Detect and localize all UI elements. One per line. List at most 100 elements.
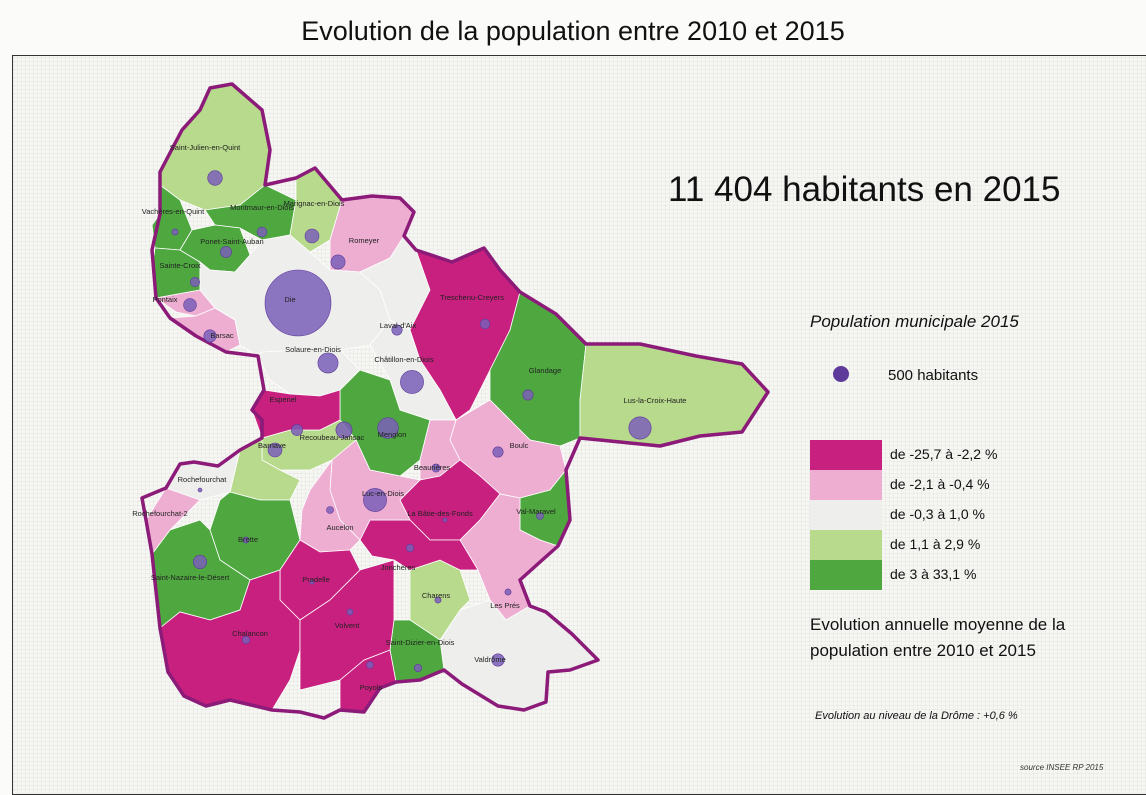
page-title: Evolution de la population entre 2010 et… xyxy=(301,16,845,46)
commune-label: Rochefourchat-2 xyxy=(132,509,187,518)
commune-label: Luc-en-Diois xyxy=(362,489,404,498)
commune-label: Die xyxy=(284,295,295,304)
commune-label: Beaurières xyxy=(414,463,451,472)
population-circle xyxy=(479,318,491,330)
commune-label: Pradelle xyxy=(302,575,330,584)
commune-label: Les Prés xyxy=(490,601,520,610)
population-circle xyxy=(346,608,354,616)
population-circle xyxy=(335,421,353,439)
population-circle xyxy=(192,554,208,570)
population-circle xyxy=(413,663,423,673)
population-circle xyxy=(190,276,201,287)
legend-swatch xyxy=(810,470,882,500)
population-circle xyxy=(171,228,179,236)
commune-label: Barnave xyxy=(258,441,286,450)
population-circle xyxy=(183,298,197,312)
commune-label: Lus-la-Croix-Haute xyxy=(624,396,687,405)
legend-swatch xyxy=(810,530,882,560)
legend-label: de -2,1 à -0,4 % xyxy=(890,476,990,492)
legend-label: de 3 à 33,1 % xyxy=(890,566,977,582)
commune-label: Volvent xyxy=(335,621,361,630)
legend-swatch xyxy=(810,440,882,470)
commune-label: Charens xyxy=(422,591,451,600)
commune-label: Ponet-Saint-Auban xyxy=(200,237,263,246)
commune-area xyxy=(251,389,341,439)
commune-area xyxy=(359,519,479,571)
legend-label: de -0,3 à 1,0 % xyxy=(890,506,985,522)
population-circle xyxy=(241,635,251,645)
commune-label: Menglon xyxy=(378,430,407,439)
population-circle xyxy=(405,543,415,553)
commune-label: Barsac xyxy=(210,331,234,340)
population-circle xyxy=(220,246,232,258)
commune-label: Rochefourchat xyxy=(178,475,228,484)
population-circle xyxy=(492,446,504,458)
population-circle xyxy=(366,661,374,669)
commune-label: Pontaix xyxy=(152,295,177,304)
commune-labels-layer: Saint-Julien-en-QuintVachères-en-QuintSa… xyxy=(132,143,686,692)
population-circle xyxy=(291,424,303,436)
legend-swatch xyxy=(810,500,882,530)
commune-label: Vachères-en-Quint xyxy=(142,207,205,216)
commune-label: Romeyer xyxy=(349,236,380,245)
population-circle xyxy=(536,512,544,520)
canton-boundary xyxy=(140,82,770,720)
commune-area xyxy=(299,458,361,553)
communes-layer xyxy=(145,83,769,713)
population-circle xyxy=(628,416,652,440)
population-circle xyxy=(431,463,441,473)
commune-label: Boulc xyxy=(510,441,529,450)
department-note: Evolution au niveau de la Drôme : +0,6 % xyxy=(815,710,1018,722)
legend-label: de 1,1 à 2,9 % xyxy=(890,536,981,552)
commune-label: Châtillon-en-Diois xyxy=(374,355,433,364)
population-circle xyxy=(304,228,320,244)
commune-label: Chalancon xyxy=(232,629,268,638)
commune-label: Solaure-en-Diois xyxy=(285,345,341,354)
population-circle xyxy=(363,488,387,512)
commune-label: Jonchères xyxy=(381,563,416,572)
population-circle xyxy=(256,226,268,238)
commune-label: Espenel xyxy=(269,395,296,404)
population-circle xyxy=(522,389,534,401)
population-circle xyxy=(442,517,448,523)
population-circle xyxy=(207,170,223,186)
legend-label: de -25,7 à -2,2 % xyxy=(890,446,998,462)
population-circle xyxy=(377,417,399,439)
commune-label: Laval-d'Aix xyxy=(380,321,417,330)
population-circle xyxy=(504,588,512,596)
population-legend-label: 500 habitants xyxy=(888,367,979,384)
commune-label: Sainte-Croix xyxy=(159,261,201,270)
population-circle xyxy=(391,324,403,336)
population-circle xyxy=(242,536,250,544)
source-note: source INSEE RP 2015 xyxy=(1020,763,1104,772)
population-circle xyxy=(264,269,332,337)
commune-label: Marignac-en-Diois xyxy=(284,199,345,208)
commune-label: Poyols xyxy=(360,683,383,692)
population-circle xyxy=(326,506,334,514)
commune-label: Saint-Dizier-en-Diois xyxy=(386,638,455,647)
population-circle xyxy=(203,329,217,343)
population-legend-marker xyxy=(833,366,849,382)
commune-label: La Bâtie-des-Fonds xyxy=(407,509,473,518)
commune-area xyxy=(439,599,599,711)
commune-label: Aucelon xyxy=(326,523,353,532)
commune-label: Saint-Nazaire-le-Désert xyxy=(151,573,230,582)
population-legend-title: Population municipale 2015 xyxy=(810,312,1019,331)
commune-label: Val-Maravel xyxy=(516,507,556,516)
headline-population: 11 404 habitants en 2015 xyxy=(668,170,1061,209)
population-circle xyxy=(197,487,203,493)
commune-label: Saint-Julien-en-Quint xyxy=(170,143,241,152)
commune-label: Recoubeau-Jansac xyxy=(300,433,365,442)
population-circle xyxy=(400,370,424,394)
population-circle xyxy=(267,442,283,458)
commune-area xyxy=(299,559,395,691)
population-circle xyxy=(309,579,315,585)
population-circle xyxy=(491,653,505,667)
commune-label: Brette xyxy=(238,535,258,544)
commune-label: Treschenu-Creyers xyxy=(440,293,504,302)
population-circles-layer xyxy=(171,170,652,673)
population-circle xyxy=(434,596,442,604)
legend-caption: Evolution annuelle moyenne de la populat… xyxy=(810,615,1066,660)
commune-label: Montmaur-en-Diois xyxy=(230,203,294,212)
